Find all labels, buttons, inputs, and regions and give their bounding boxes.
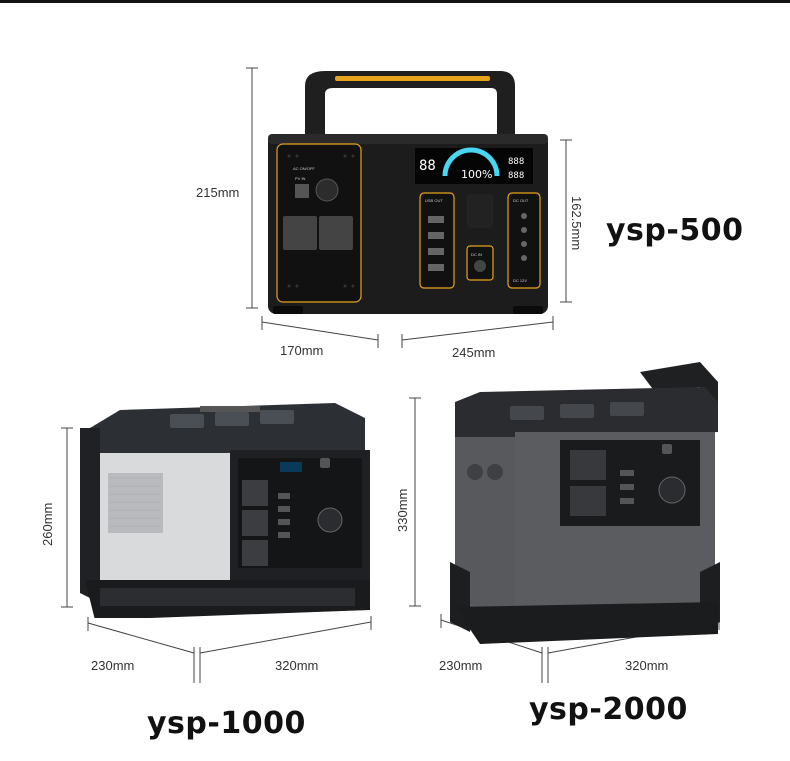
ysp-500-width-label: 245mm <box>452 345 496 360</box>
svg-text:888: 888 <box>508 171 524 181</box>
ysp-1000-height-label: 260mm <box>40 502 55 546</box>
ysp-2000-depth-label: 230mm <box>439 658 483 673</box>
top-border <box>0 0 790 3</box>
usb-out-text: USB OUT <box>425 198 443 203</box>
pv-in-text: PV IN <box>295 176 306 181</box>
dc-12v-text: DC 12V <box>513 278 527 283</box>
ysp-1000-model-title: ysp-1000 <box>147 706 306 741</box>
ac-switch-text: AC ON/OFF <box>293 166 315 171</box>
ysp-2000-model-title: ysp-2000 <box>529 692 688 727</box>
ysp-2000-height-label: 330mm <box>395 488 410 532</box>
ysp-2000-product-image <box>450 362 720 644</box>
ysp-500-height-label: 215mm <box>196 185 240 200</box>
ysp-500-depth-label: 170mm <box>280 343 324 358</box>
ysp-1000-depth-label: 230mm <box>91 658 135 673</box>
ysp-1000-product-image <box>80 403 370 618</box>
svg-text:888: 888 <box>508 157 524 167</box>
svg-text:88: 88 <box>419 158 436 174</box>
ysp-1000-width-label: 320mm <box>275 658 319 673</box>
ysp-500-side-height-label: 162.5mm <box>569 196 584 251</box>
dc-out-text: DC OUT <box>513 198 529 203</box>
battery-percent-text: 100% <box>461 168 492 181</box>
ysp-2000-width-label: 320mm <box>625 658 669 673</box>
ysp-500-model-title: ysp-500 <box>606 213 744 248</box>
dc-in-text: DC IN <box>471 252 482 257</box>
ysp-500-product-image: AC ON/OFF PV IN 88 100% 888 888 USB OUT … <box>268 71 548 314</box>
